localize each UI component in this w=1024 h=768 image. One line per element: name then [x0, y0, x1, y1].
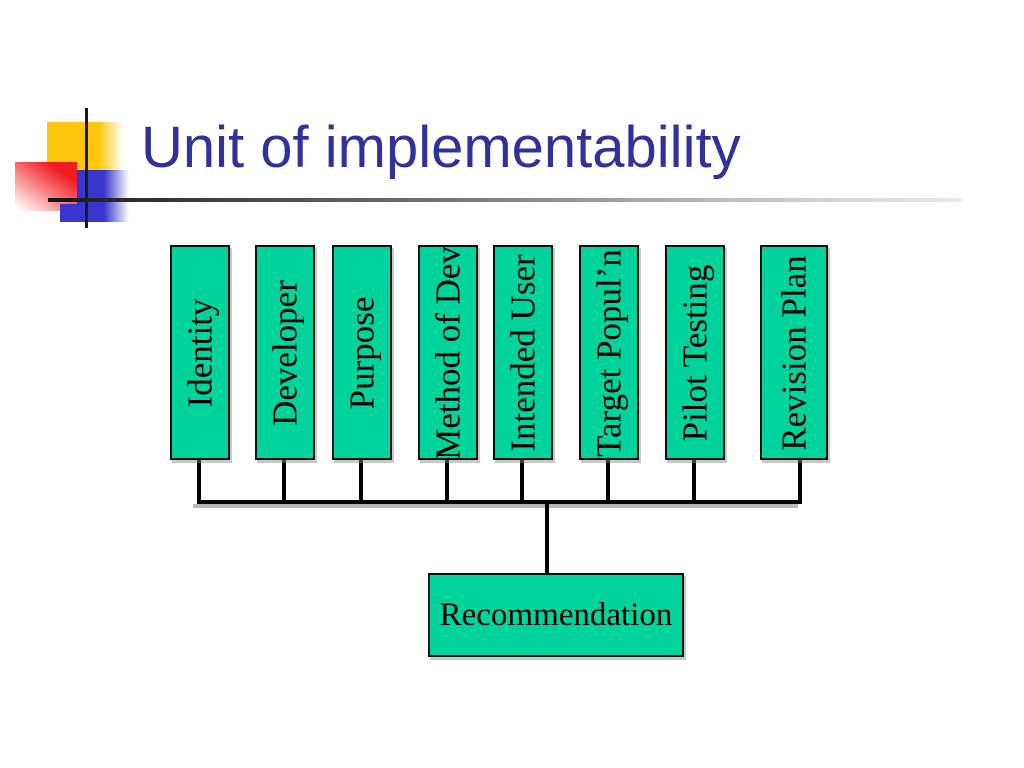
diagram-box-label: Pilot Testing — [675, 264, 715, 441]
connector-drop-line — [282, 459, 286, 504]
diagram-box-developer: Developer — [255, 245, 315, 460]
decorative-red-square — [15, 162, 77, 211]
diagram-box-label: Recommendation — [439, 596, 673, 633]
connector-drop-line — [197, 459, 201, 504]
connector-drop-line — [359, 459, 363, 504]
diagram-box-pilot-testing: Pilot Testing — [665, 245, 725, 460]
decorative-blue-square-notch — [60, 204, 77, 222]
decorative-vertical-line — [85, 108, 88, 228]
diagram-box-method-of-dev: Method of Dev — [418, 245, 478, 460]
diagram-box-label: Intended User — [503, 253, 543, 452]
diagram-box-label: Target Popul’n — [589, 248, 629, 457]
diagram-box-intended-user: Intended User — [493, 245, 553, 460]
diagram-box-revision-plan: Revision Plan — [760, 245, 828, 460]
connector-center-drop-line — [545, 504, 549, 574]
diagram-box-purpose: Purpose — [332, 245, 392, 460]
diagram-box-recommendation: Recommendation — [428, 573, 684, 657]
diagram-box-label: Identity — [180, 298, 220, 407]
connector-drop-line — [798, 459, 802, 504]
diagram-box-label: Method of Dev — [428, 245, 468, 460]
slide-title: Unit of implementability — [141, 115, 741, 180]
title-underline-rule — [48, 198, 962, 202]
diagram-box-label: Purpose — [342, 296, 382, 409]
connector-drop-line — [692, 459, 696, 504]
connector-horizontal-bar — [197, 500, 802, 504]
diagram-box-target-population: Target Popul’n — [579, 245, 639, 460]
connector-drop-line — [606, 459, 610, 504]
diagram-box-label: Revision Plan — [774, 254, 814, 451]
diagram-box-label: Developer — [265, 279, 305, 426]
connector-drop-line — [445, 459, 449, 504]
diagram-box-identity: Identity — [170, 245, 230, 460]
connector-drop-line — [520, 459, 524, 504]
